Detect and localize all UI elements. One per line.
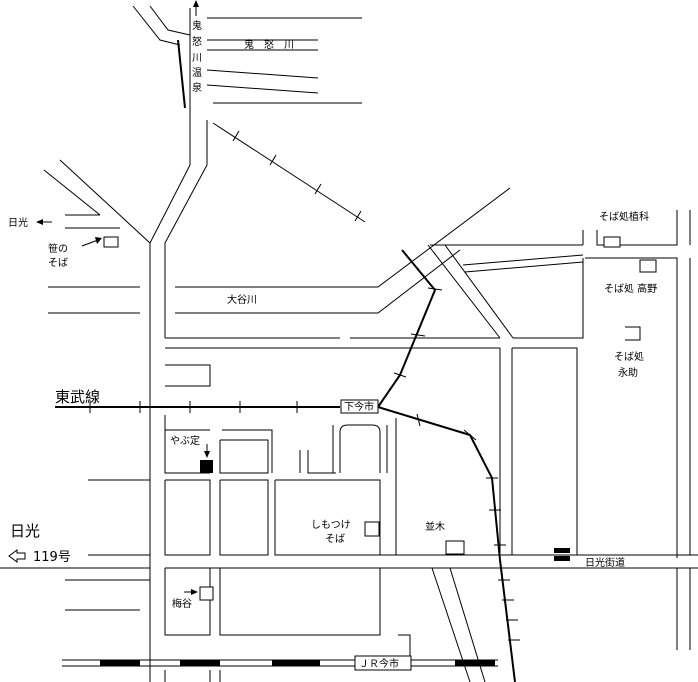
road-yabusada-block	[164, 415, 210, 474]
shimotsuke-building	[364, 521, 380, 537]
onsen-char-5: 泉	[192, 81, 202, 94]
shimoimaichi-station-box	[340, 399, 379, 414]
road-north-east-edge	[164, 120, 208, 338]
oya-river-bottom-e	[175, 249, 461, 314]
road-lower-diag-3	[398, 634, 411, 660]
sasa-arrow-icon	[81, 237, 102, 247]
soba-eisuke-label-2: 永助	[618, 366, 638, 379]
nikko-west-arrow-icon	[36, 219, 52, 225]
road-block-b2	[222, 429, 273, 473]
yabusada-building	[200, 460, 213, 473]
rail-kinugawa-spur	[177, 39, 186, 109]
namiki-label: 並木	[425, 520, 445, 533]
road-top-3	[206, 69, 319, 79]
soba-eisuke-building	[625, 326, 641, 341]
road-h-mid-3	[219, 479, 269, 556]
route-119-label: 119号	[33, 550, 71, 565]
road-block-b8	[395, 418, 500, 556]
road-north-west-edge	[149, 8, 191, 682]
nikko-kaido-marker-building-2	[554, 556, 570, 561]
sasa-soba-label-1: 笹の	[48, 242, 68, 255]
road-block-b1	[219, 439, 269, 474]
yabusada-arrow-icon	[204, 444, 210, 458]
shimotsuke-label-1: しもつけ	[311, 519, 351, 531]
yabusada-label: やぶ定	[170, 434, 200, 447]
road-block-right-v	[511, 347, 578, 556]
soba-ueshina-label: そば処植科	[599, 210, 649, 223]
tobu-railway	[55, 249, 520, 682]
soba-takano-building	[639, 259, 657, 273]
nikko-kaido-label: 日光街道	[585, 556, 625, 569]
route119-outline-arrow-icon	[8, 549, 26, 563]
road-lower-b1	[164, 568, 211, 636]
road-lower-b2	[219, 568, 381, 636]
shimoimaichi-label: 下今市	[344, 400, 374, 413]
onsen-char-3: 川	[192, 53, 202, 64]
road-block-left-small	[165, 364, 211, 387]
road-right-v2	[513, 258, 584, 339]
road-block-b5	[339, 424, 381, 473]
jr-imaichi-station-box	[354, 655, 412, 671]
road-ne-h2	[462, 254, 584, 266]
umeya-arrow-icon	[184, 589, 198, 595]
road-nw-diagonal	[132, 5, 181, 46]
road-network	[0, 5, 698, 682]
nikko-big-label: 日光	[10, 522, 40, 540]
shimotsuke-label-2: そば	[325, 533, 345, 545]
oya-river-top-e	[175, 187, 511, 288]
soba-ueshina-building	[603, 236, 621, 248]
road-nw-diagonal-2	[149, 5, 191, 36]
road-nikko-diag-a	[59, 159, 151, 244]
road-nikko-diag-b	[43, 169, 101, 216]
soba-takano-label: そば処 高野	[604, 282, 657, 295]
jr-imaichi-label: ＪＲ今市	[359, 657, 399, 670]
kinugawa-railway-diagonal	[212, 122, 366, 223]
nikko-west-label: 日光	[8, 216, 28, 229]
road-block-b4	[307, 450, 336, 474]
nikko-kaido-marker-building	[554, 548, 570, 553]
road-ne-diag-b	[444, 244, 514, 339]
namiki-building	[445, 540, 465, 555]
tobu-line-label: 東武線	[55, 388, 100, 406]
road-right-v4	[585, 257, 678, 558]
onsen-char-1: 鬼	[192, 19, 202, 32]
road-top-4	[206, 84, 319, 94]
sasa-soba-label-2: そば	[48, 257, 68, 269]
jr-railway	[62, 659, 498, 667]
umeya-label: 梅谷	[172, 597, 192, 610]
onsen-char-2: 怒	[192, 35, 202, 48]
onsen-vertical-label: 鬼 怒 川 温 泉	[192, 19, 202, 94]
umeya-building	[199, 586, 214, 601]
road-right-v3	[596, 210, 678, 246]
onsen-arrow-icon	[193, 0, 199, 16]
road-ne-h3	[464, 261, 584, 273]
kinugawa-river-label: 鬼 怒 川	[244, 38, 294, 51]
sasa-soba-building	[103, 236, 119, 248]
soba-eisuke-label-1: そば処	[614, 350, 644, 363]
oya-river-label: 大谷川	[227, 293, 257, 306]
road-ne-diag-a	[427, 244, 501, 339]
road-h-mid-2	[164, 479, 211, 556]
onsen-char-4: 温	[192, 67, 202, 79]
